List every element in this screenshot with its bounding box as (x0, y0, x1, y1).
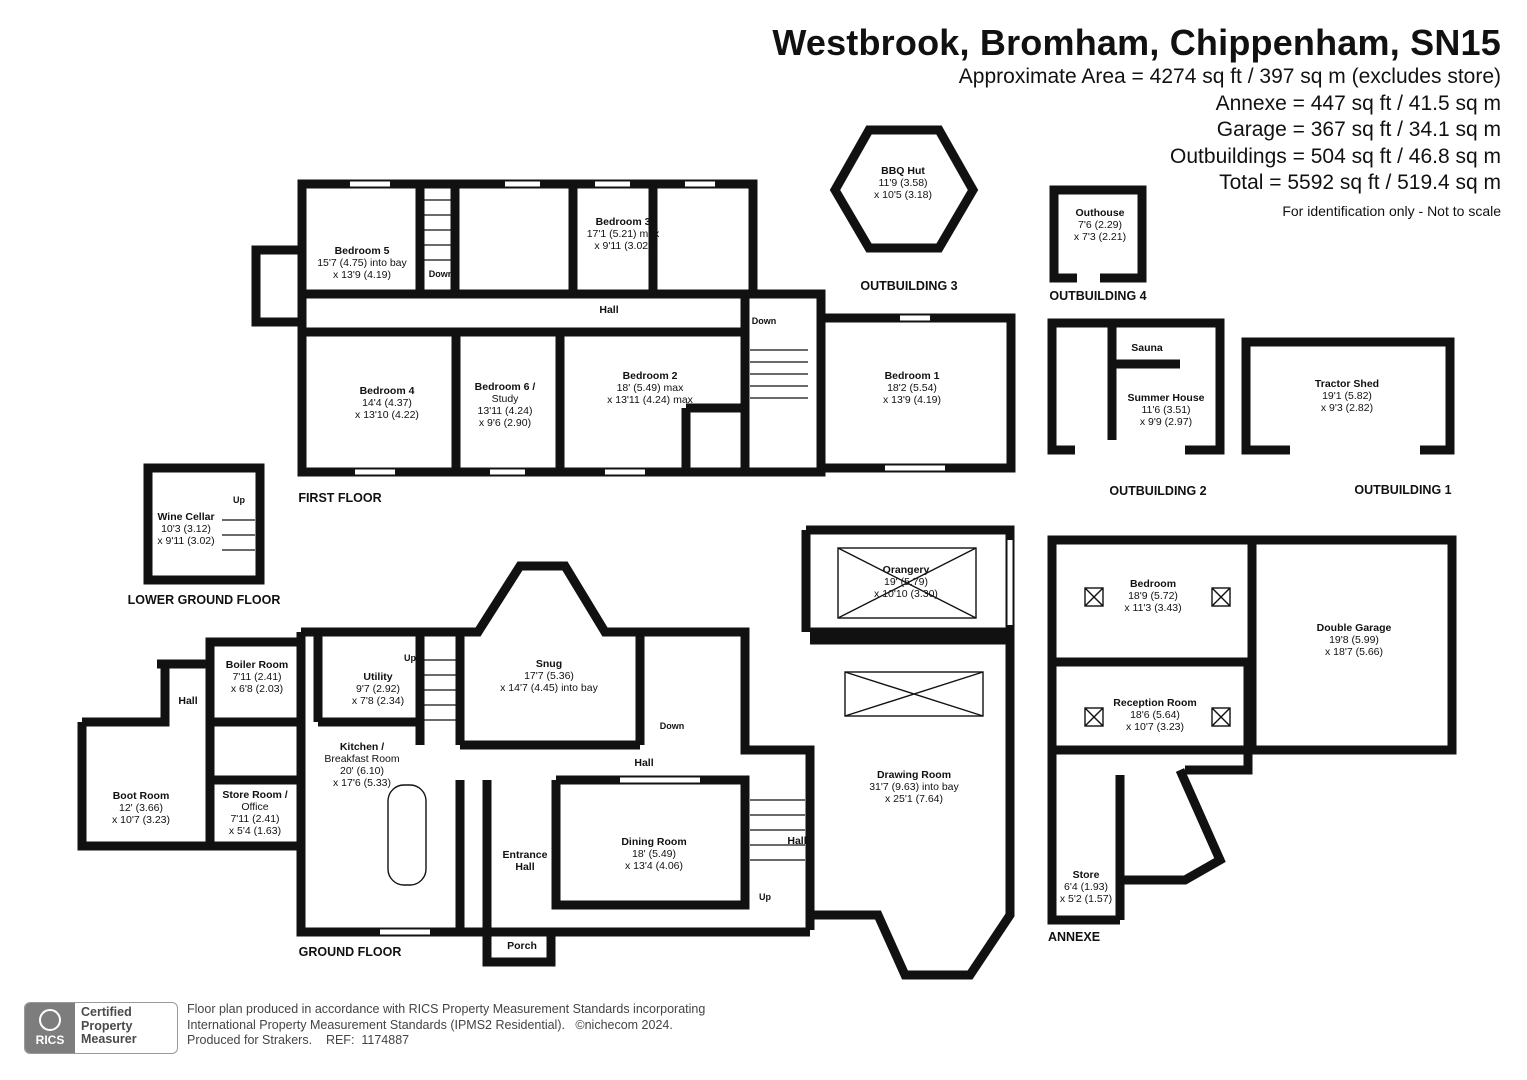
footer-line: Produced for Strakers. REF: 1174887 (187, 1033, 410, 1047)
wall (1115, 768, 1226, 920)
area-line: Garage = 367 sq ft / 34.1 sq m (1216, 118, 1501, 141)
porch-walls (482, 932, 556, 967)
first-floor-label: FIRST FLOOR (298, 491, 381, 505)
up-label: Up (759, 892, 771, 902)
area-line: Approximate Area = 4274 sq ft / 397 sq m… (958, 65, 1501, 88)
disclaimer: For identification only - Not to scale (1282, 202, 1501, 219)
lower-ground-label: LOWER GROUND FLOOR (128, 593, 281, 607)
windows (350, 181, 1013, 935)
up-label: Up (233, 495, 245, 505)
header: Westbrook, Bromham, Chippenham, SN15 App… (772, 22, 1501, 219)
annexe-label: ANNEXE (1048, 930, 1100, 944)
wine-cellar-walls (143, 463, 265, 585)
down-label: Down (752, 316, 777, 326)
footer-note: Floor plan produced in accordance with R… (187, 1002, 705, 1049)
rics-logo-text: RICS (35, 1033, 65, 1047)
rics-badge: RICS Certified Property Measurer (24, 1002, 178, 1054)
globe-icon (39, 1009, 61, 1031)
down-label: Down (660, 721, 685, 731)
outbuilding3-label: OUTBUILDING 3 (860, 279, 957, 293)
wall (1185, 662, 1253, 775)
footer-line: Floor plan produced in accordance with R… (187, 1002, 706, 1016)
stairs (222, 199, 808, 861)
hall-label: Hall (599, 304, 618, 316)
area-line: Annexe = 447 sq ft / 41.5 sq m (1215, 91, 1501, 115)
drawing-room-walls (810, 635, 1015, 980)
outbuilding2-label: OUTBUILDING 2 (1109, 484, 1206, 498)
walls (77, 125, 1457, 980)
ground-floor-label: GROUND FLOOR (299, 945, 402, 959)
annexe-walls (1047, 540, 1120, 925)
bay-window (251, 245, 302, 327)
hall-label: Hall (634, 757, 653, 769)
outbuilding4-label: OUTBUILDING 4 (1049, 289, 1146, 303)
wall (296, 632, 810, 937)
wall (82, 664, 170, 727)
down-label: Down (429, 269, 454, 279)
skylights (387, 547, 1231, 886)
wall (301, 561, 815, 930)
badge-line: Measurer (81, 1032, 137, 1046)
hall-label: Hall (787, 835, 806, 847)
outbuilding2-walls (1047, 318, 1225, 455)
tractor-shed-walls (1241, 337, 1455, 455)
sauna-label: Sauna (1131, 342, 1163, 354)
property-title: Westbrook, Bromham, Chippenham, SN15 (772, 22, 1501, 63)
badge-text: Certified Property Measurer (75, 1003, 143, 1053)
rics-logo: RICS (25, 1003, 75, 1053)
area-line: Outbuildings = 504 sq ft / 46.8 sq m (1170, 144, 1501, 168)
area-line: Total = 5592 sq ft / 519.4 sq m (1219, 171, 1501, 194)
footer-line: International Property Measurement Stand… (187, 1017, 673, 1032)
outbuilding1-label: OUTBUILDING 1 (1354, 483, 1451, 497)
badge-line: Certified (81, 1005, 132, 1019)
porch-label: Porch (507, 940, 537, 952)
bbq-hut-walls (829, 125, 979, 253)
outhouse-walls (1049, 185, 1147, 283)
boot-room-walls (77, 722, 301, 851)
up-label: Up (404, 653, 416, 663)
hall-label: Hall (178, 695, 197, 707)
badge-line: Property (81, 1018, 133, 1033)
